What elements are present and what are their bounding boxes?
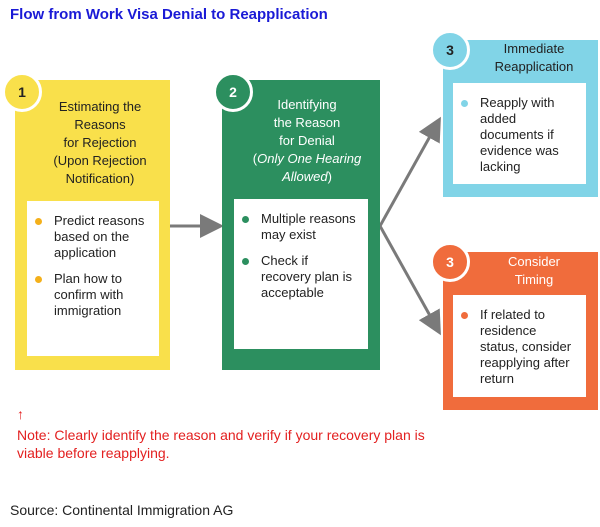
step-2-heading-italic-line: (Only One Hearing Allowed) [232, 150, 382, 186]
step-3-immediate-heading: Immediate Reapplication [470, 40, 598, 76]
bullet-text: If related to residence status, consider… [480, 307, 572, 386]
bullet-text: Multiple reasons may exist [261, 211, 356, 242]
step-3-timing-heading-line: Timing [514, 272, 554, 287]
step-2-heading-italic: Only One Hearing Allowed [257, 151, 362, 184]
list-item: If related to residence status, consider… [461, 307, 578, 387]
bullet-dot-icon [461, 312, 468, 319]
step-1-bullet-panel: Predict reasons based on the application… [27, 201, 159, 356]
step-1-heading-line: for Rejection [63, 135, 137, 150]
step-1-heading-line: Reasons [74, 117, 126, 132]
step-3-immediate-heading-line: Immediate [503, 41, 565, 56]
paren-close: ) [327, 169, 332, 184]
step-2-bullet-panel: Multiple reasons may exist Check if reco… [234, 199, 368, 349]
step-1-heading-line: Notification) [65, 171, 135, 186]
step-3-timing-heading-line: Consider [507, 254, 561, 269]
arrow-step2-to-step3b [378, 225, 441, 336]
bullet-dot-icon [242, 258, 249, 265]
bullet-dot-icon [35, 276, 42, 283]
bullet-dot-icon [461, 100, 468, 107]
step-3-timing-bullet-panel: If related to residence status, consider… [453, 295, 586, 397]
note-text: Note: Clearly identify the reason and ve… [17, 427, 425, 461]
paren-open: ( [252, 151, 258, 166]
list-item: Multiple reasons may exist [242, 211, 360, 243]
arrow-step2-to-step3a [378, 116, 441, 227]
list-item: Plan how to confirm with immigration [35, 271, 151, 319]
step-1-heading-line: (Upon Rejection [53, 153, 147, 168]
note-arrow-icon: ↑ [17, 406, 24, 422]
diagram-title: Flow from Work Visa Denial to Reapplicat… [10, 6, 328, 23]
bullet-dot-icon [242, 216, 249, 223]
step-1-heading: Estimating the Reasons for Rejection (Up… [30, 98, 170, 188]
step-3-timing-number-badge: 3 [430, 242, 470, 282]
step-3-immediate-bullet-panel: Reapply with added documents if evidence… [453, 83, 586, 184]
bullet-text: Check if recovery plan is acceptable [261, 253, 353, 300]
list-item: Predict reasons based on the application [35, 213, 151, 261]
step-2-heading-line: Identifying [277, 97, 337, 112]
source-credit: Source: Continental Immigration AG [10, 502, 234, 518]
step-3-timing-heading: Consider Timing [470, 253, 598, 289]
step-2-heading-line: for Denial [279, 133, 335, 148]
step-3-immediate-number-badge: 3 [430, 30, 470, 70]
step-3-immediate-heading-line: Reapplication [494, 59, 574, 74]
list-item: Check if recovery plan is acceptable [242, 253, 360, 301]
bullet-text: Plan how to confirm with immigration [54, 271, 124, 318]
list-item: Reapply with added documents if evidence… [461, 95, 578, 175]
step-1-heading-line: Estimating the [58, 99, 142, 114]
step-2-heading-line: the Reason [273, 115, 341, 130]
step-2-number-badge: 2 [213, 72, 253, 112]
step-1-number-badge: 1 [2, 72, 42, 112]
step-2-heading: Identifying the Reason for Denial (Only … [232, 96, 382, 186]
bullet-text: Predict reasons based on the application [54, 213, 145, 260]
bullet-text: Reapply with added documents if evidence… [480, 95, 559, 174]
bullet-dot-icon [35, 218, 42, 225]
